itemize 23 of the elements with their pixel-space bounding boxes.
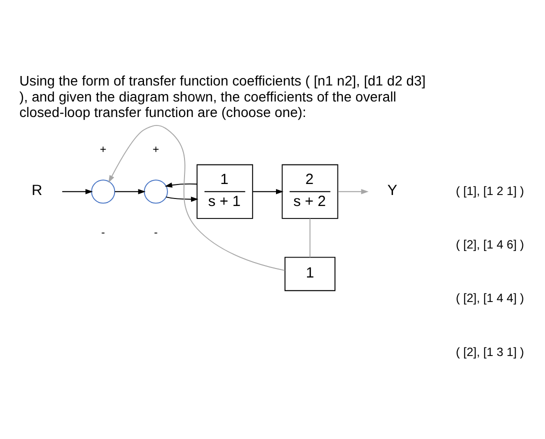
arrow xyxy=(108,124,286,270)
label: ( [2], [1 4 4] ) xyxy=(456,290,524,305)
arrow xyxy=(164,182,198,188)
node-circle xyxy=(91,179,116,204)
arrow xyxy=(252,188,284,194)
label: - xyxy=(154,226,158,239)
node-box: 1 s + 1 xyxy=(196,164,254,218)
arrow xyxy=(114,188,146,194)
label: + xyxy=(152,143,160,156)
arrow xyxy=(338,188,369,194)
node-circle xyxy=(144,179,168,204)
arrow xyxy=(62,188,93,194)
label: ( [2], [1 4 6] ) xyxy=(456,236,524,251)
diagram-title: Using the form of transfer function coefficients ( [n1 n2], [d1 d2 d3] ), and given the diagram shown, the coefficients of the overall closed-loop transfer function are (choose one): xyxy=(19,72,426,120)
arrow xyxy=(166,196,198,202)
label: + xyxy=(100,143,106,156)
label: - xyxy=(101,226,105,239)
node-text: R xyxy=(32,182,42,199)
label: ( [2], [1 3 1] ) xyxy=(456,344,524,358)
node-text: Y xyxy=(387,182,398,199)
node-box: 2 s + 2 xyxy=(282,164,338,218)
label: ( [1], [1 2 1] ) xyxy=(456,183,524,198)
node-box: 1 xyxy=(284,256,336,291)
